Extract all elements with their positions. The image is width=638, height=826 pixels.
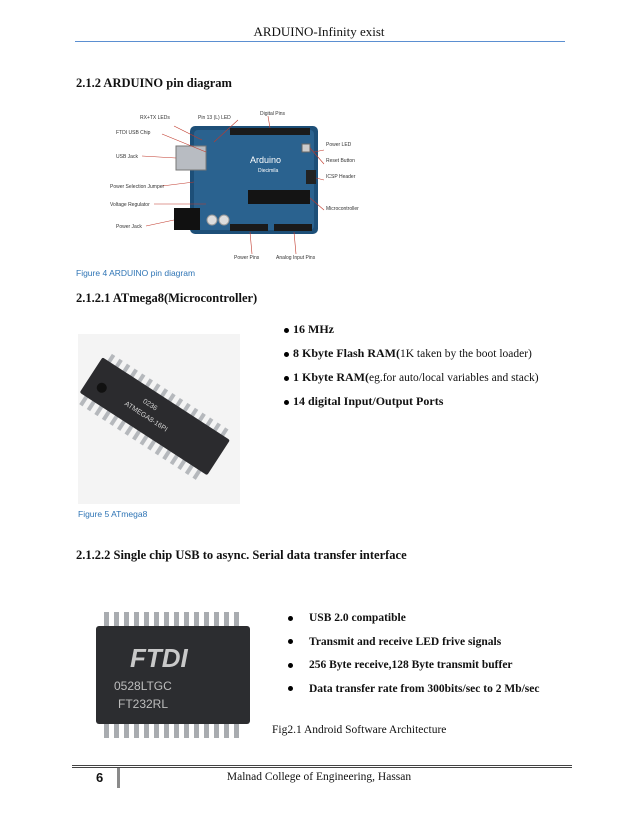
atmega8-chip-image: 0236 ATMEGA8-16PI [78,334,240,504]
page-number: 6 [96,770,104,785]
section-heading-atmega8: 2.1.2.1 ATmega8(Microcontroller) [76,291,258,305]
list-item: 14 digital Input/Output Ports [284,390,539,414]
label-analog-pins: Analog Input Pins [276,255,316,261]
label-microcontroller: Microcontroller [326,206,359,212]
label-pin13: Pin 13 (L) LED [198,115,231,121]
figure-5-caption: Figure 5 ATmega8 [78,509,148,519]
bullet-icon [288,639,293,645]
list-item: 1 Kbyte RAM(eg.for auto/local variables … [284,366,539,390]
list-item: 8 Kbyte Flash RAM(1K taken by the boot l… [284,342,539,366]
section-heading-usb-serial: 2.1.2.2 Single chip USB to async. Serial… [76,548,407,562]
label-power-jumper: Power Selection Jumper [110,184,165,190]
bullet-icon [288,662,293,668]
bullet-icon [284,399,289,405]
label-usb-jack: USB Jack [116,154,138,160]
label-ftdi: FTDI USB Chip [116,130,151,136]
list-item: 16 MHz [284,318,539,342]
bullet-icon [284,327,289,333]
list-item: USB 2.0 compatible [288,607,539,631]
footer-rule [72,765,572,768]
bullet-icon [288,615,293,621]
label-power-jack: Power Jack [116,224,142,230]
section-heading-pin-diagram: 2.1.2 ARDUINO pin diagram [76,76,232,90]
bullet-icon [284,375,289,381]
bullet-icon [288,686,293,692]
figure-4-caption: Figure 4 ARDUINO pin diagram [76,268,196,278]
page-number-divider [117,768,120,788]
running-header: ARDUINO-Infinity exist [253,24,385,39]
svg-text:Diecimila: Diecimila [258,168,279,174]
ftdi-chip-image: FTDI 0528LTGC FT232RL [96,612,250,738]
label-rx-tx: RX+TX LEDs [140,115,170,121]
list-item: Transmit and receive LED frive signals [288,631,539,655]
label-icsp: ICSP Header [326,174,356,180]
list-item: Data transfer rate from 300bits/sec to 2… [288,678,539,702]
ftdi-line2-text: FT232RL [118,697,168,711]
label-voltage-regulator: Voltage Regulator [110,202,150,208]
ftdi-brand-text: FTDI [130,643,189,673]
ftdi-bullet-list: USB 2.0 compatible Transmit and receive … [288,607,539,701]
bullet-icon [284,351,289,357]
fig-2-1-caption: Fig2.1 Android Software Architecture [272,724,447,736]
label-power-pins: Power Pins [234,255,260,261]
label-reset: Reset Button [326,158,355,164]
footer-text: Malnad College of Engineering, Hassan [226,771,412,783]
atmega-bullet-list: 16 MHz 8 Kbyte Flash RAM(1K taken by the… [284,318,539,414]
header-rule [75,41,565,42]
svg-text:Arduino: Arduino [250,155,281,165]
arduino-board-figure: Arduino Diecimila RX+TX LEDs Pin 13 (L) … [110,111,359,261]
ftdi-line1-text: 0528LTGC [114,679,172,693]
label-digital-pins: Digital Pins [260,111,286,117]
label-power-led: Power LED [326,142,352,148]
list-item: 256 Byte receive,128 Byte transmit buffe… [288,654,539,678]
